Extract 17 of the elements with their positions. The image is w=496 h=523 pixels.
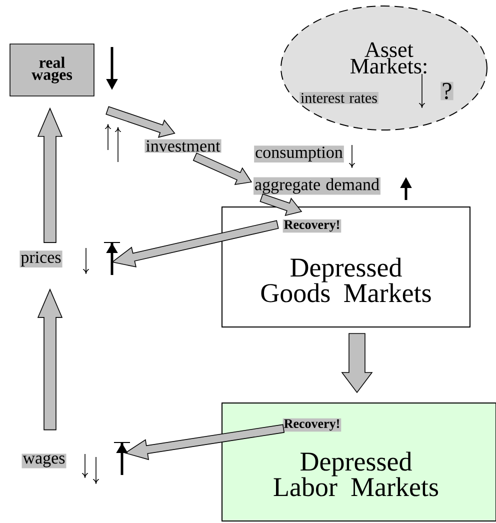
block-arrow [111,220,279,268]
market-box: Recovery! Depressed Labor Markets [222,402,496,522]
block-arrow [37,288,63,430]
text-label: consumption [254,146,344,162]
text-label: aggregate demand [254,177,380,195]
label-box: real wages [10,44,94,96]
text-label: wages [22,454,66,468]
block-arrow [106,106,176,138]
market-box: Recovery! Depressed Goods Markets [222,206,470,328]
block-arrow [192,152,252,185]
text-label: investment [144,139,222,153]
text-label: prices [20,250,62,268]
block-arrow [341,333,373,394]
block-arrow [37,107,63,243]
question-mark: ? [440,82,454,100]
text-label: interest rates [300,92,378,104]
heading: Asset Markets: [350,42,426,74]
